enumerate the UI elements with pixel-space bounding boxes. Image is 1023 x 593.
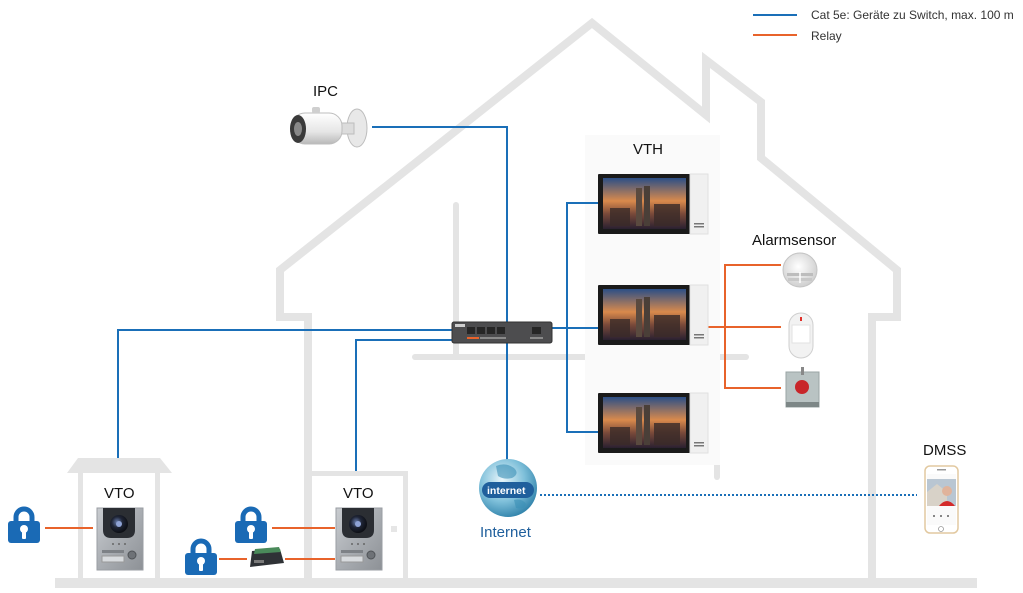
internet-badge-text: internet (487, 485, 526, 497)
relay-module[interactable] (250, 547, 284, 567)
internet-cloud[interactable]: internet Internet (479, 459, 537, 541)
legend-cat5e-label: Cat 5e: Geräte zu Switch, max. 100 m (811, 8, 1014, 22)
cable-vth-bus (566, 202, 598, 433)
smoke-detector[interactable] (782, 252, 818, 288)
legend: Cat 5e: Geräte zu Switch, max. 100 m Rel… (753, 8, 1014, 43)
vto-door-station-right[interactable] (335, 507, 383, 571)
pir-motion-sensor[interactable] (788, 312, 814, 359)
vto-left-shelter (67, 458, 172, 579)
door-lock-3[interactable] (185, 538, 217, 575)
internet-label: Internet (480, 524, 532, 541)
cable-ipc-switch (372, 126, 508, 322)
cable-switch-vto-right (355, 339, 452, 471)
vth-monitor-3[interactable] (598, 392, 709, 454)
bullet-camera-icon (290, 107, 368, 148)
dmss-smartphone[interactable] (924, 465, 959, 534)
lock-icon (8, 506, 40, 543)
vto-right-label: VTO (343, 485, 374, 502)
vto-door-station-left[interactable] (96, 507, 144, 571)
vto-right-shelter (308, 471, 408, 579)
shelter-top (308, 471, 408, 476)
shelter-wall-left (78, 473, 83, 579)
ipc-label: IPC (313, 83, 338, 100)
vth-monitor-2[interactable] (598, 284, 709, 346)
shelter-wall-right (403, 471, 408, 579)
legend-relay-label: Relay (811, 29, 842, 43)
vth-label: VTH (633, 141, 663, 158)
small-indicator (391, 526, 397, 532)
shelter-roof (67, 458, 172, 473)
door-station-icon (96, 507, 144, 571)
smartphone-app-icon (924, 465, 959, 534)
relay-alarm-bus (724, 264, 781, 389)
emergency-button[interactable] (785, 367, 820, 408)
dmss-label: DMSS (923, 442, 966, 459)
door-lock-1[interactable] (8, 506, 40, 543)
lock-icon (235, 506, 267, 543)
alarmsensor-label: Alarmsensor (752, 232, 836, 249)
ipc-device[interactable]: IPC (290, 83, 368, 148)
door-station-icon (335, 507, 383, 571)
pir-motion-sensor-icon (788, 312, 814, 359)
relay-module-icon (250, 547, 284, 567)
poe-switch[interactable] (451, 321, 553, 344)
shelter-wall-right (155, 473, 160, 579)
relay-cables (45, 264, 781, 560)
ground-floor-line (55, 578, 977, 588)
house-wall-outline (276, 17, 901, 580)
indoor-monitor-icon (598, 392, 709, 454)
indoor-monitor-icon (598, 173, 709, 235)
cable-switch-vto-left (117, 329, 452, 458)
indoor-monitor-icon (598, 284, 709, 346)
door-lock-2[interactable] (235, 506, 267, 543)
cat5e-cables (117, 126, 917, 496)
smoke-detector-icon (782, 252, 818, 288)
vth-monitor-1[interactable] (598, 173, 709, 235)
globe-icon: internet (479, 459, 537, 517)
lock-icon (185, 538, 217, 575)
poe-switch-icon (451, 321, 553, 344)
emergency-button-icon (785, 367, 820, 408)
vto-left-label: VTO (104, 485, 135, 502)
